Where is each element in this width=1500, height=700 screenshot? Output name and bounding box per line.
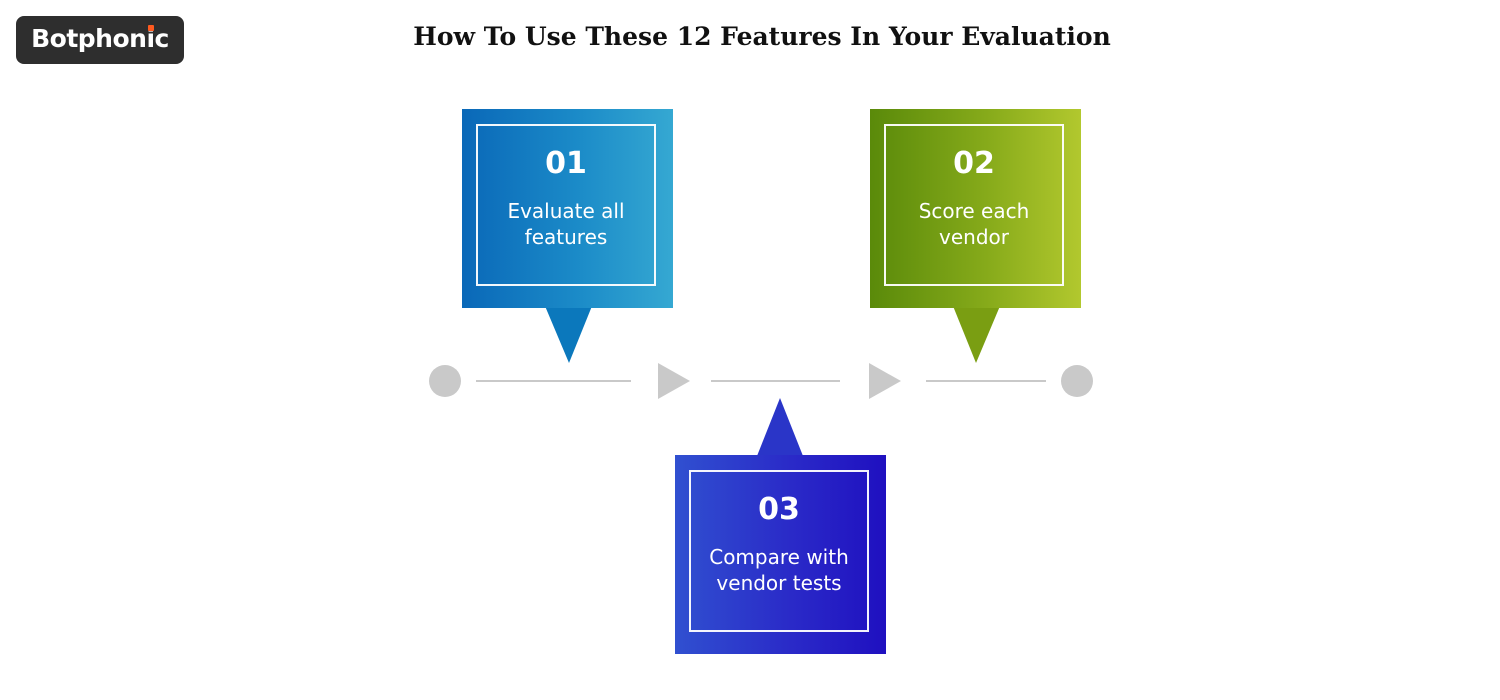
- step-card-01: 01 Evaluate all features: [462, 109, 673, 308]
- step-number: 02: [953, 146, 995, 181]
- step-card-03-frame: 03 Compare with vendor tests: [689, 470, 869, 632]
- step-card-02: 02 Score each vendor: [870, 109, 1081, 308]
- step-2-pointer: [953, 306, 1000, 363]
- timeline-end-dot: [1061, 365, 1093, 397]
- step-number: 01: [545, 146, 587, 181]
- logo-text-end: c: [154, 24, 170, 53]
- step-description: Evaluate all features: [507, 199, 625, 249]
- timeline-arrow-icon-1: [658, 363, 690, 399]
- step-3-pointer: [757, 398, 803, 456]
- step-card-01-frame: 01 Evaluate all features: [476, 124, 656, 286]
- step-1-pointer: [545, 306, 592, 363]
- logo-text-accent-i: i: [146, 16, 155, 62]
- timeline-start-dot: [429, 365, 461, 397]
- step-card-02-frame: 02 Score each vendor: [884, 124, 1064, 286]
- step-number: 03: [758, 492, 800, 527]
- page-title: How To Use These 12 Features In Your Eva…: [413, 22, 1111, 51]
- timeline-arrow-icon-2: [869, 363, 901, 399]
- step-card-03: 03 Compare with vendor tests: [675, 455, 886, 654]
- step-description: Compare with vendor tests: [709, 545, 849, 595]
- logo-text-start: Botphon: [31, 24, 147, 53]
- step-description: Score each vendor: [918, 199, 1030, 249]
- botphonic-logo: Botphonic: [16, 16, 184, 64]
